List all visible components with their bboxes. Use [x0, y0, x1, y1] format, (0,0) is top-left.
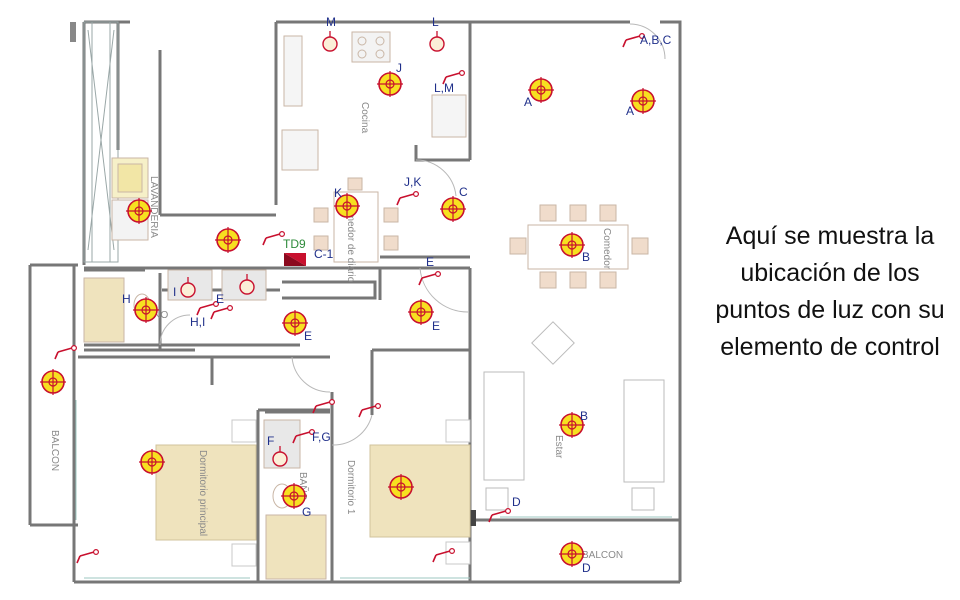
- label-k: K: [334, 186, 342, 200]
- light-e2-icon: [407, 298, 435, 326]
- furniture: [83, 31, 665, 580]
- label-hi: H,I: [190, 315, 205, 329]
- room-balcon: BALCON: [49, 430, 60, 471]
- floor-plan: LAVANDERIA Cocina Comedor de diario Come…: [28, 15, 682, 584]
- light-lavanderia-2-icon: [214, 226, 242, 254]
- label-c: C: [459, 185, 468, 199]
- label-a1: A: [524, 95, 532, 109]
- label-switch-e2: E: [216, 292, 224, 306]
- label-jk: J,K: [404, 175, 421, 189]
- label-switch-e1: E: [426, 255, 434, 269]
- switch-e1-icon: [418, 270, 442, 286]
- label-l: L: [432, 15, 439, 29]
- light-labels: M L J A A K C B I H E E B F G D: [122, 15, 634, 575]
- label-i: I: [173, 285, 176, 299]
- label-fg: F,G: [312, 430, 331, 444]
- label-j: J: [396, 61, 402, 75]
- label-lm: L,M: [434, 81, 454, 95]
- label-b1: B: [582, 250, 590, 264]
- light-balcon-icon: [39, 368, 67, 396]
- label-b2: B: [580, 409, 588, 423]
- room-comedor: Comedor: [601, 228, 612, 270]
- room-estar: Estar: [553, 435, 564, 459]
- bulb-m-icon: [322, 30, 338, 52]
- label-switch-d: D: [512, 495, 521, 509]
- room-lavanderia: LAVANDERIA: [148, 176, 159, 238]
- switch-labels: A,B,C L,M J,K E E H,I F,G D: [190, 33, 672, 509]
- label-abc: A,B,C: [640, 33, 672, 47]
- column: [468, 510, 476, 526]
- switch-jk-icon: [396, 190, 420, 206]
- door-swings: [159, 23, 666, 446]
- room-dormitorio-principal: Dormitorio principal: [197, 450, 208, 536]
- switch-dormitorio-1-icon: [358, 402, 382, 418]
- room-comedor-diario: Comedor de diario: [345, 200, 356, 283]
- room-dormitorio-1: Dormitorio 1: [345, 460, 356, 515]
- label-f: F: [267, 434, 274, 448]
- panel-label: TD9: [283, 237, 306, 251]
- windows: [75, 21, 672, 579]
- electrical-panel: TD9 C-1: [283, 237, 334, 266]
- caption-text: Aquí se muestra la ubicación de los punt…: [715, 222, 945, 361]
- light-c-icon: [439, 195, 467, 223]
- label-e2: E: [432, 319, 440, 333]
- label-d: D: [582, 561, 591, 575]
- switch-lavanderia-icon: [262, 230, 286, 246]
- bulb-l-icon: [429, 30, 445, 52]
- circuit-label: C-1: [314, 247, 334, 261]
- switch-dormitorio-principal-icon: [76, 548, 100, 564]
- label-h: H: [122, 292, 131, 306]
- label-e1: E: [304, 329, 312, 343]
- switch-e-bano-icon: [210, 304, 234, 320]
- label-m: M: [326, 15, 336, 29]
- room-cocina: Cocina: [359, 102, 370, 134]
- column: [70, 22, 76, 42]
- label-a2: A: [626, 104, 634, 118]
- label-g: G: [302, 505, 311, 519]
- room-balcon-estar: BALCON: [582, 550, 623, 561]
